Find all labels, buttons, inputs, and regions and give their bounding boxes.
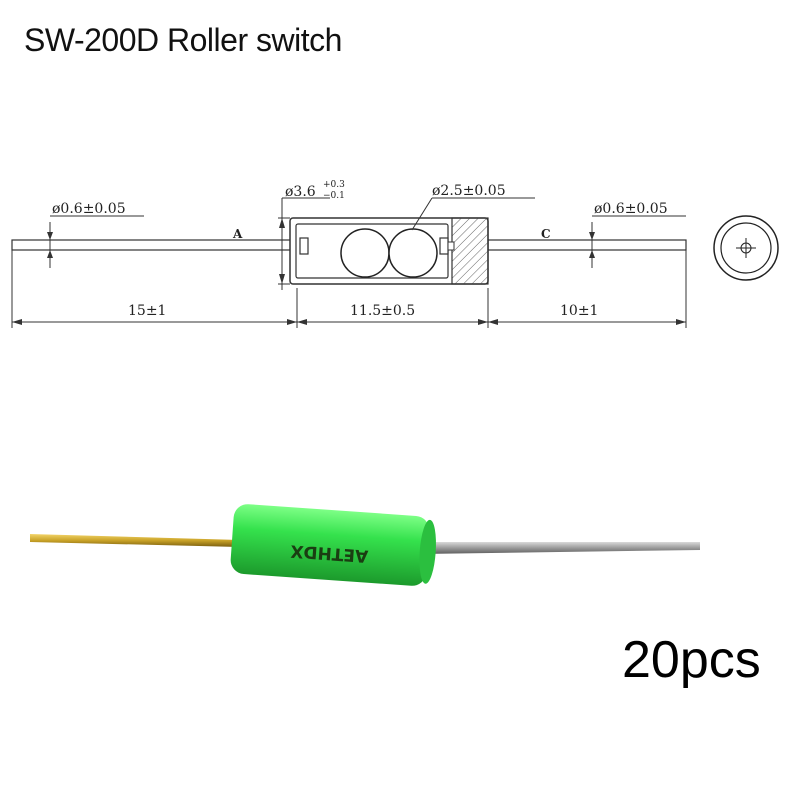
ball-1: [340, 228, 390, 278]
lead-a-diameter-label: ø0.6±0.05: [52, 201, 126, 217]
lead-a: [11, 239, 298, 251]
pin-c-label: C: [541, 227, 551, 241]
pin-a-label: A: [232, 227, 243, 241]
lead-c-diameter-label: ø0.6±0.05: [594, 201, 668, 217]
contact-c: [439, 237, 449, 255]
body-diameter-tol-upper: +0.3: [323, 180, 345, 190]
contact-a: [299, 237, 309, 255]
end-view: [713, 215, 779, 281]
lead-a-length-label: 15±1: [128, 303, 166, 319]
lead-c-length-label: 10±1: [560, 303, 598, 319]
lead-c: [487, 239, 687, 251]
steel-lead: [420, 542, 700, 554]
quantity-label: 20pcs: [622, 631, 761, 689]
body-diameter-tol-lower: −0.1: [323, 191, 345, 201]
body-diameter-label: ø3.6: [285, 184, 316, 200]
green-switch-body: AETHDX: [230, 504, 436, 586]
end-cap-hatch: [451, 217, 489, 285]
gold-lead: [30, 534, 240, 547]
body-length-label: 11.5±0.5: [350, 303, 415, 319]
ball-diameter-label: ø2.5±0.05: [432, 183, 506, 199]
product-photo: AETHDX: [30, 504, 700, 586]
technical-drawing: ø3.6 +0.3 −0.1 ø2.5±0.05 ø0.6±0.05 ø0.6±…: [11, 180, 779, 328]
page-title: SW-200D Roller switch: [24, 22, 342, 58]
ball-2: [388, 228, 438, 278]
